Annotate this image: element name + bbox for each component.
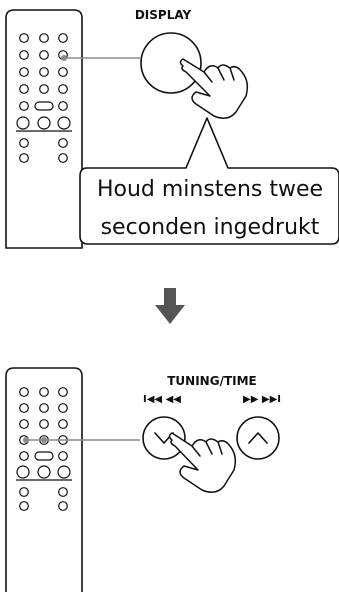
leader-dot — [23, 437, 29, 443]
pointing-hand-icon — [168, 432, 237, 493]
tuning-down-button — [142, 416, 186, 460]
tuning-up-button — [236, 416, 280, 460]
remote-control-top — [5, 9, 83, 249]
skip-forward-symbols: ▶▶ ▶▶I — [243, 394, 281, 405]
chevron-up-icon — [248, 432, 268, 444]
display-button — [140, 32, 202, 94]
pointing-hand-icon — [179, 58, 249, 119]
remote-buttons — [16, 33, 72, 163]
hold-callout: Houd minstens twee seconden ingedrukt — [79, 117, 339, 245]
remote-buttons — [16, 387, 72, 511]
skip-back-symbols: I◀◀ ◀◀ — [143, 394, 181, 405]
display-label: DISPLAY — [135, 8, 192, 22]
leader-dot — [41, 437, 47, 443]
tuning-time-label: TUNING/TIME — [167, 374, 257, 388]
callout-bubble — [79, 117, 339, 245]
remote-control-bottom — [5, 367, 83, 592]
callout-line-2: seconden ingedrukt — [101, 215, 320, 240]
down-arrow-icon — [155, 288, 185, 324]
leader-dot — [61, 55, 67, 61]
callout-line-1: Houd minstens twee — [97, 177, 323, 202]
